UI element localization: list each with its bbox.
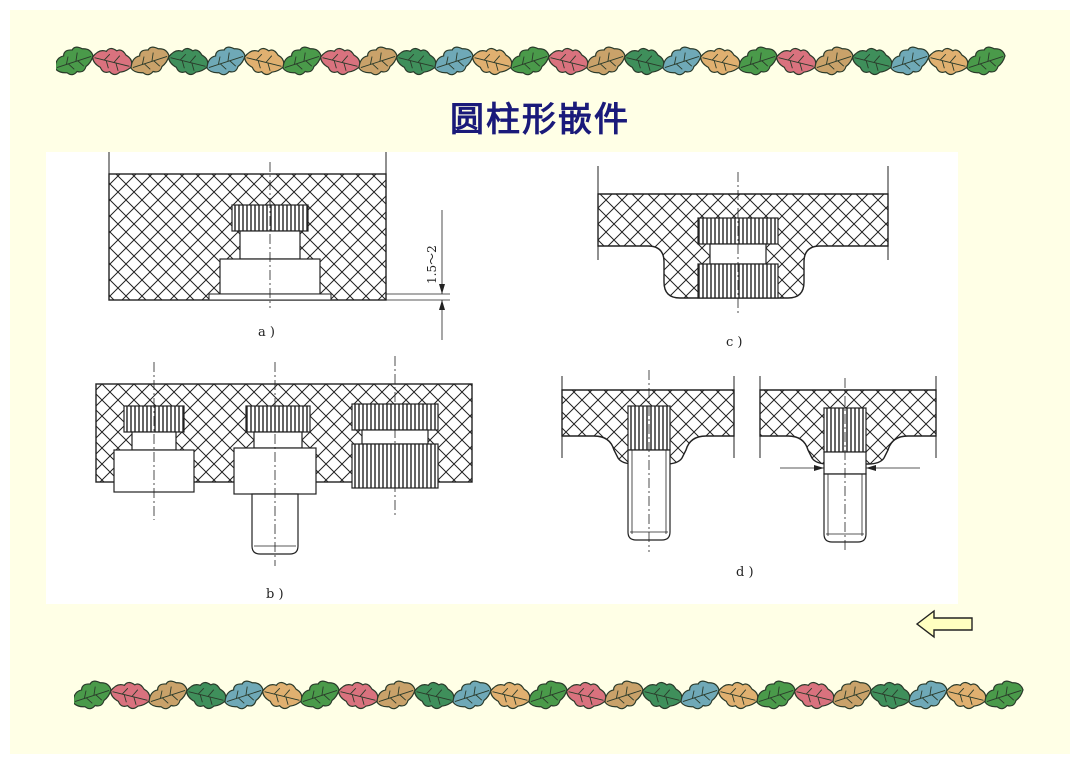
leaf-icon [984,680,1024,710]
leaf-icon [586,46,626,76]
panel-d: d ) [561,370,937,580]
leaf-icon [738,46,778,76]
leaf-icon [109,681,151,710]
leaf-icon [319,47,361,76]
leaf-icon [148,680,188,710]
leaf-icon [662,46,702,76]
leaf-icon [337,681,379,710]
insert-drawing: 1.5～2 a ) c ) [46,152,958,604]
leaf-icon [167,47,209,76]
dimension-label: 1.5～2 [425,245,439,284]
panel-label-d: d ) [736,565,754,580]
leaf-icon [890,46,930,76]
panel-label-c: c ) [726,335,743,350]
leaf-icon [395,47,437,76]
leaf-icon [623,47,665,76]
back-arrow-button[interactable] [914,608,976,640]
leaf-icon [699,47,741,76]
leaf-icon [832,680,872,710]
leaf-border-top [56,46,1006,76]
leaf-icon [927,47,969,76]
leaf-icon [413,681,455,710]
leaf-icon [908,680,948,710]
leaf-icon [130,46,170,76]
panel-b: b ) [95,356,473,602]
panel-label-a: a ) [258,325,275,340]
leaf-icon [300,680,340,710]
leaf-icon [434,46,474,76]
leaf-icon [56,46,94,76]
leaf-icon [471,47,513,76]
leaf-icon [282,46,322,76]
leaf-icon [851,47,893,76]
leaf-icon [261,681,303,710]
leaf-icon [717,681,759,710]
leaf-icon [641,681,683,710]
leaf-icon [547,47,589,76]
panel-a: 1.5～2 a ) [108,152,450,340]
slide: 圆柱形嵌件 1.5～2 [10,10,1070,754]
leaf-icon [206,46,246,76]
leaf-icon [452,680,492,710]
leaf-icon [376,680,416,710]
slide-title: 圆柱形嵌件 [450,100,630,140]
leaf-icon [775,47,817,76]
leaf-icon [680,680,720,710]
leaf-border-bottom [74,680,1024,710]
panel-label-b: b ) [266,587,284,602]
leaf-icon [756,680,796,710]
leaf-icon [945,681,987,710]
leaf-icon [565,681,607,710]
leaf-icon [510,46,550,76]
leaf-icon [528,680,568,710]
leaf-icon [869,681,911,710]
leaf-icon [793,681,835,710]
leaf-icon [185,681,227,710]
leaf-icon [814,46,854,76]
leaf-icon [91,47,133,76]
leaf-icon [489,681,531,710]
leaf-icon [74,680,112,710]
leaf-icon [966,46,1006,76]
leaf-icon [358,46,398,76]
leaf-icon [604,680,644,710]
leaf-icon [243,47,285,76]
panel-c: c ) [597,166,889,350]
leaf-icon [224,680,264,710]
